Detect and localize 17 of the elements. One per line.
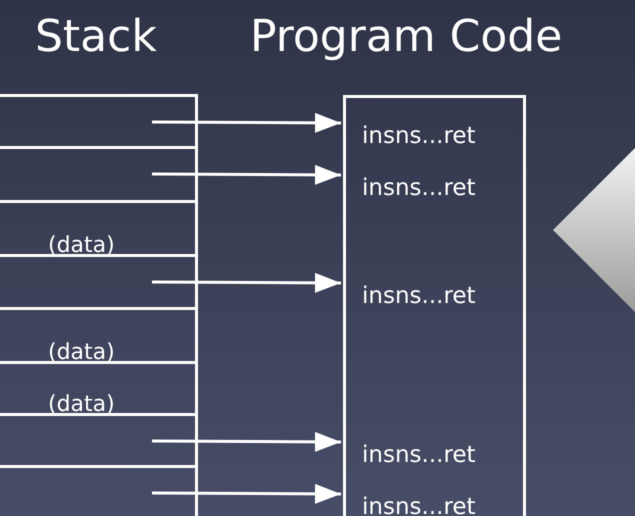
code-text: insns...ret [362,173,476,203]
heading: Program Code [250,12,562,62]
code-text: insns...ret [362,121,476,151]
code-box [343,95,526,516]
cell-text: (data) [48,392,115,417]
cell-text: (data) [48,340,115,365]
arrow [152,112,341,133]
heading: Stack [35,12,157,62]
code-text: insns...ret [362,440,476,470]
cell-text: (data) [48,233,115,258]
arrow [152,484,341,504]
arrow [152,272,341,293]
arrow [152,432,341,452]
stack-cell [0,94,198,149]
code-text: insns...ret [362,492,476,516]
arrow [152,164,341,185]
code-text: insns...ret [362,281,476,311]
